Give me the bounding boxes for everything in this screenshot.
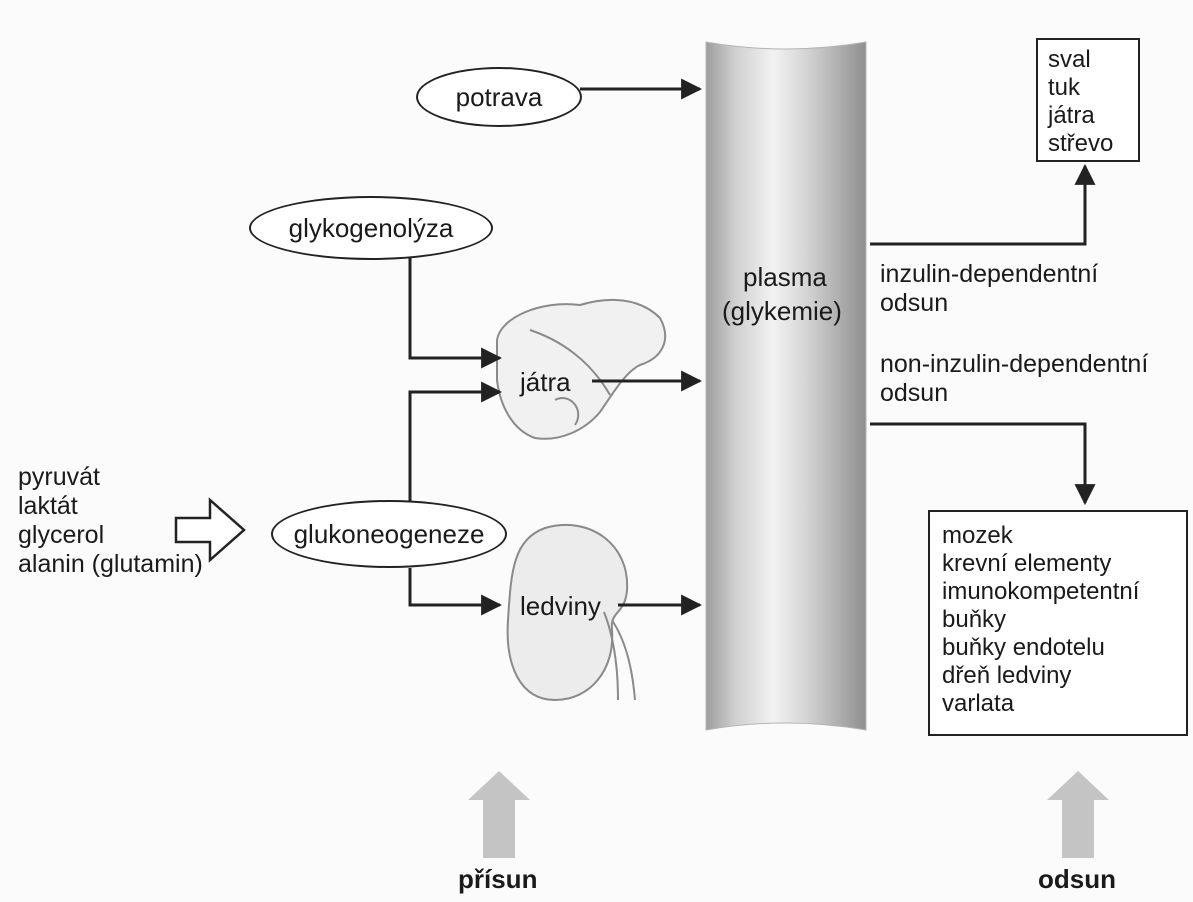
target-dren-ledviny: dřeň ledviny [942,662,1174,690]
target-sval: sval [1048,46,1128,74]
glukoneogeneze-label: glukoneogeneze [294,519,485,550]
target-jatra: játra [1048,102,1128,130]
insulin-dependent-line2: odsun [880,289,1098,318]
jatra-label: játra [520,369,571,395]
potrava-label: potrava [456,82,543,113]
arrow-insulin-dependent [870,166,1085,244]
glykemie-label: (glykemie) [722,298,842,324]
arrow-glukoneogeneze-ledviny [410,568,500,605]
plasma-label: plasma [743,264,827,290]
prisun-arrow [468,771,530,858]
glykogenolyza-oval: glykogenolýza [249,196,493,260]
insulin-dependent-label: inzulin-dependentní odsun [880,260,1098,318]
target-imunokompetentni: imunokompetentní [942,578,1174,606]
arrow-glukoneogeneze-jatra [410,392,500,502]
target-strevo: střevo [1048,130,1128,158]
insulin-dependent-line1: inzulin-dependentní [880,260,1098,289]
target-varlata: varlata [942,690,1174,718]
non-insulin-dependent-line1: non-inzulin-dependentní [880,350,1148,379]
substrate-pyruvat: pyruvát [18,463,203,492]
odsun-label: odsun [1038,866,1116,892]
insulin-dependent-targets-box: sval tuk játra střevo [1036,38,1140,162]
potrava-oval: potrava [416,67,582,127]
arrow-glykogenolyza-jatra [410,258,500,358]
glukoneogeneze-oval: glukoneogeneze [271,500,507,568]
arrow-non-insulin-dependent [870,424,1085,503]
target-krevni-elementy: krevní elementy [942,550,1174,578]
substrate-laktat: laktát [18,492,203,521]
target-bunky: buňky [942,606,1174,634]
substrate-alanin: alanin (glutamin) [18,550,203,579]
odsun-arrow [1047,771,1109,858]
target-tuk: tuk [1048,74,1128,102]
substrate-glycerol: glycerol [18,521,203,550]
glykogenolyza-label: glykogenolýza [289,213,454,244]
prisun-label: přísun [458,866,537,892]
non-insulin-dependent-label: non-inzulin-dependentní odsun [880,350,1148,408]
plasma-cylinder [706,42,866,730]
non-insulin-dependent-line2: odsun [880,379,1148,408]
substrates-list: pyruvát laktát glycerol alanin (glutamin… [18,463,203,579]
target-bunky-endotelu: buňky endotelu [942,634,1174,662]
non-insulin-dependent-targets-box: mozek krevní elementy imunokompetentní b… [928,510,1188,736]
target-mozek: mozek [942,522,1174,550]
ledviny-label: ledviny [520,593,601,619]
